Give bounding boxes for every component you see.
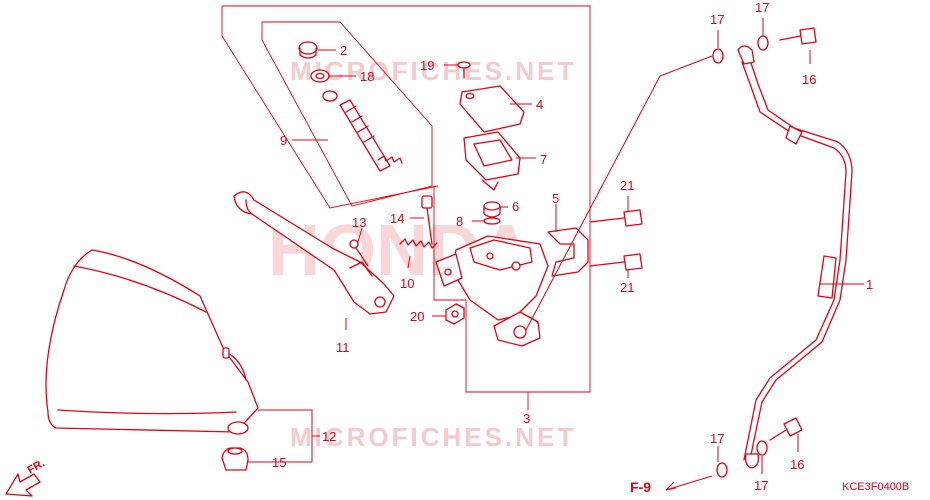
page-reference-label: F-9 <box>630 479 651 495</box>
label-21-top: 21 <box>620 178 634 193</box>
boot-part-2 <box>298 41 318 59</box>
label-10: 10 <box>400 276 414 291</box>
diagram-code: KCE3F0400B <box>842 481 909 493</box>
label-12: 12 <box>322 429 336 444</box>
label-17-top-right: 17 <box>755 0 769 15</box>
label-18: 18 <box>360 69 374 84</box>
bolt-part-21-top <box>589 209 643 227</box>
label-15: 15 <box>272 455 286 470</box>
label-6: 6 <box>512 199 519 214</box>
leader-lines <box>248 18 864 491</box>
kit-outline-left <box>221 6 439 209</box>
label-7: 7 <box>540 152 547 167</box>
clip-part-8 <box>483 217 501 225</box>
label-5: 5 <box>552 191 559 206</box>
washer-part-17-bottom-right <box>756 440 768 456</box>
banjo-bolt-part-16-bottom <box>769 417 803 441</box>
washer-part-17-top-right <box>757 35 769 51</box>
pivot-bolt-part-14 <box>421 195 433 245</box>
cap-part-6 <box>483 201 501 218</box>
kit-outline-frame <box>222 5 591 393</box>
diaphragm-part-7 <box>463 131 521 191</box>
label-4: 4 <box>536 97 543 112</box>
watermark-top: MICROFICHES.NET <box>290 56 576 86</box>
label-9: 9 <box>280 133 287 148</box>
reservoir-cap-part-4 <box>459 85 525 133</box>
brake-hose-part-1 <box>737 45 853 469</box>
watermark-bottom: MICROFICHES.NET <box>290 422 576 452</box>
spring-part-10 <box>399 238 438 249</box>
label-8: 8 <box>456 214 463 229</box>
bolt-part-21-bottom <box>589 253 643 271</box>
front-direction-arrow: FR. <box>5 457 47 497</box>
label-17-bottom-left: 17 <box>710 431 724 446</box>
brake-lever-part-11 <box>233 191 395 315</box>
master-cylinder-body <box>435 235 549 347</box>
front-direction-label: FR. <box>26 457 47 476</box>
label-16-top: 16 <box>802 72 816 87</box>
washer-part-17-bottom-left <box>716 462 728 478</box>
washer-part-17-top-left <box>712 48 724 64</box>
part-labels: 2 18 9 19 4 7 5 6 8 14 13 10 11 20 21 21… <box>272 0 873 493</box>
label-20: 20 <box>410 309 424 324</box>
circlip-part-18 <box>310 69 330 83</box>
label-11: 11 <box>336 340 350 355</box>
label-16-bottom: 16 <box>790 457 804 472</box>
knuckle-guard-part-12 <box>45 249 259 435</box>
holder-part-5 <box>547 227 589 277</box>
label-2: 2 <box>340 43 347 58</box>
banjo-bolt-part-16-top <box>779 27 817 45</box>
piston-set-outline <box>261 21 433 207</box>
nut-part-20 <box>445 303 465 325</box>
screw-part-13 <box>349 239 369 267</box>
label-13: 13 <box>352 215 366 230</box>
label-17-bottom-right: 17 <box>754 478 768 493</box>
label-14: 14 <box>390 211 404 226</box>
kit-outline-inner <box>433 186 466 301</box>
label-17-top-left: 17 <box>710 12 724 27</box>
label-1: 1 <box>866 277 873 292</box>
label-3: 3 <box>523 411 530 426</box>
collar-part-15 <box>221 447 249 471</box>
label-19: 19 <box>420 58 434 73</box>
piston-part-9 <box>322 90 403 172</box>
label-21-bottom: 21 <box>620 280 634 295</box>
